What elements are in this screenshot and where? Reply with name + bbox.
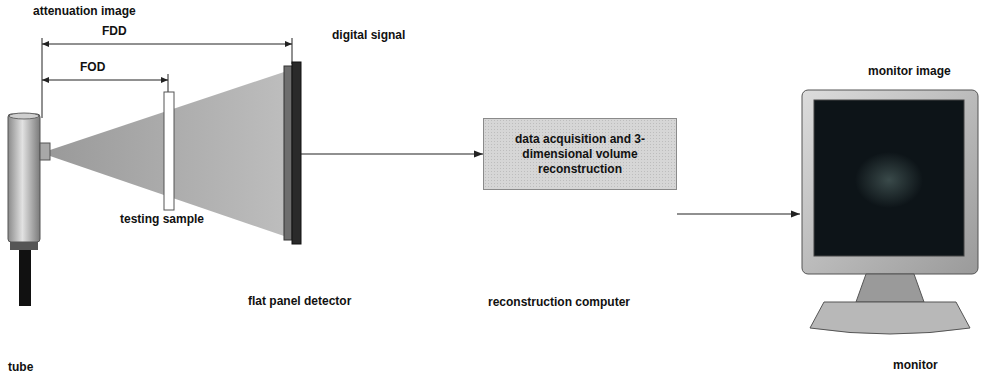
detector-node: flat panel detector [284,62,301,244]
node-label: monitor [893,358,938,372]
dimension-label: FOD [78,60,107,74]
image-caption: attenuation image [33,4,136,18]
box-text: data acquisition and 3-dimensional volum… [510,132,650,177]
node-label: flat panel detector [248,294,351,308]
monitor-node: monitor imagemonitor [800,88,980,340]
monitor-drawing [800,88,980,340]
part-label: tube [8,360,33,374]
node-label: monitor image [868,64,951,78]
signal-arrow [301,153,483,154]
signal-arrow [677,213,800,214]
signal-label: digital signal [332,28,405,42]
dimension-label: FDD [100,24,129,38]
process-box: data acquisition and 3-dimensional volum… [483,118,677,190]
part-label: testing sample [120,212,204,226]
node-label: reconstruction computer [488,295,630,309]
